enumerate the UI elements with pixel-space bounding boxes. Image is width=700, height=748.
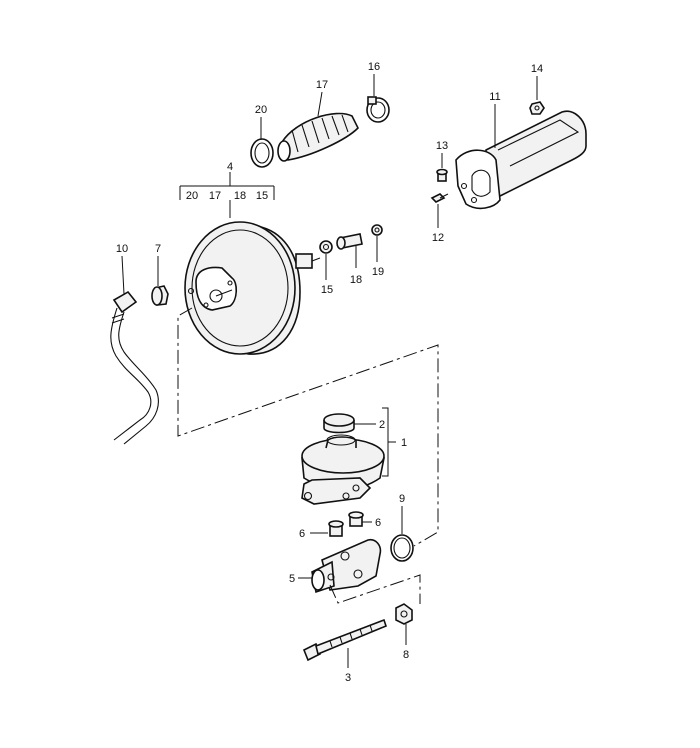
group-1-bracket (382, 407, 396, 477)
part-17-boot (277, 112, 359, 162)
callout-2: 2 (379, 419, 385, 431)
callout-11: 11 (489, 91, 500, 103)
callout-16: 16 (368, 61, 380, 73)
part-10-vacuum-hose (110, 290, 159, 445)
callout-5: 5 (289, 573, 295, 585)
part-4-brake-booster (184, 221, 321, 355)
part-19-clip (371, 224, 383, 236)
callout-12: 12 (432, 232, 444, 244)
part-2-reservoir-cap (323, 413, 355, 434)
part-5-master-cylinder (311, 538, 382, 594)
part-6-seal-b (348, 511, 364, 527)
group-4-bracket (179, 172, 275, 218)
callout-13: 13 (436, 140, 448, 152)
part-18-pin (336, 233, 363, 250)
part-8-nut (395, 603, 413, 625)
callout-10: 10 (116, 243, 128, 255)
group-4-item-15: 15 (256, 190, 268, 202)
part-1-reservoir (301, 434, 385, 505)
leader-lines (121, 74, 538, 668)
part-6-seal-a (328, 520, 344, 537)
callout-19: 19 (372, 266, 384, 278)
callout-20: 20 (255, 104, 267, 116)
assembly-line-booster-to-cylinder (177, 307, 439, 547)
callout-6-right: 6 (375, 517, 381, 529)
callout-4: 4 (227, 161, 233, 173)
callout-6-left: 6 (299, 528, 305, 540)
callout-3: 3 (345, 672, 351, 684)
callout-9: 9 (399, 493, 405, 505)
group-4-item-17: 17 (209, 190, 221, 202)
group-4-item-18: 18 (234, 190, 246, 202)
callout-7: 7 (155, 243, 161, 255)
part-3-bolt (302, 618, 387, 662)
callout-15: 15 (321, 284, 333, 296)
assembly-line-cylinder-to-nut (329, 574, 421, 604)
part-9-o-ring (390, 534, 414, 562)
callout-14: 14 (531, 63, 543, 75)
part-11-bracket (455, 110, 587, 210)
part-16-clamp (366, 96, 390, 123)
part-20-clamp (250, 138, 274, 168)
callout-1: 1 (401, 437, 407, 449)
callout-18: 18 (350, 274, 362, 286)
part-12-bolt (430, 193, 449, 203)
part-15-nut (319, 240, 333, 254)
callout-8: 8 (403, 649, 409, 661)
callout-17: 17 (316, 79, 328, 91)
part-7-grommet (151, 285, 169, 306)
group-4-item-20: 20 (186, 190, 198, 202)
part-13-bolt (436, 168, 448, 182)
part-14-nut (529, 101, 545, 115)
